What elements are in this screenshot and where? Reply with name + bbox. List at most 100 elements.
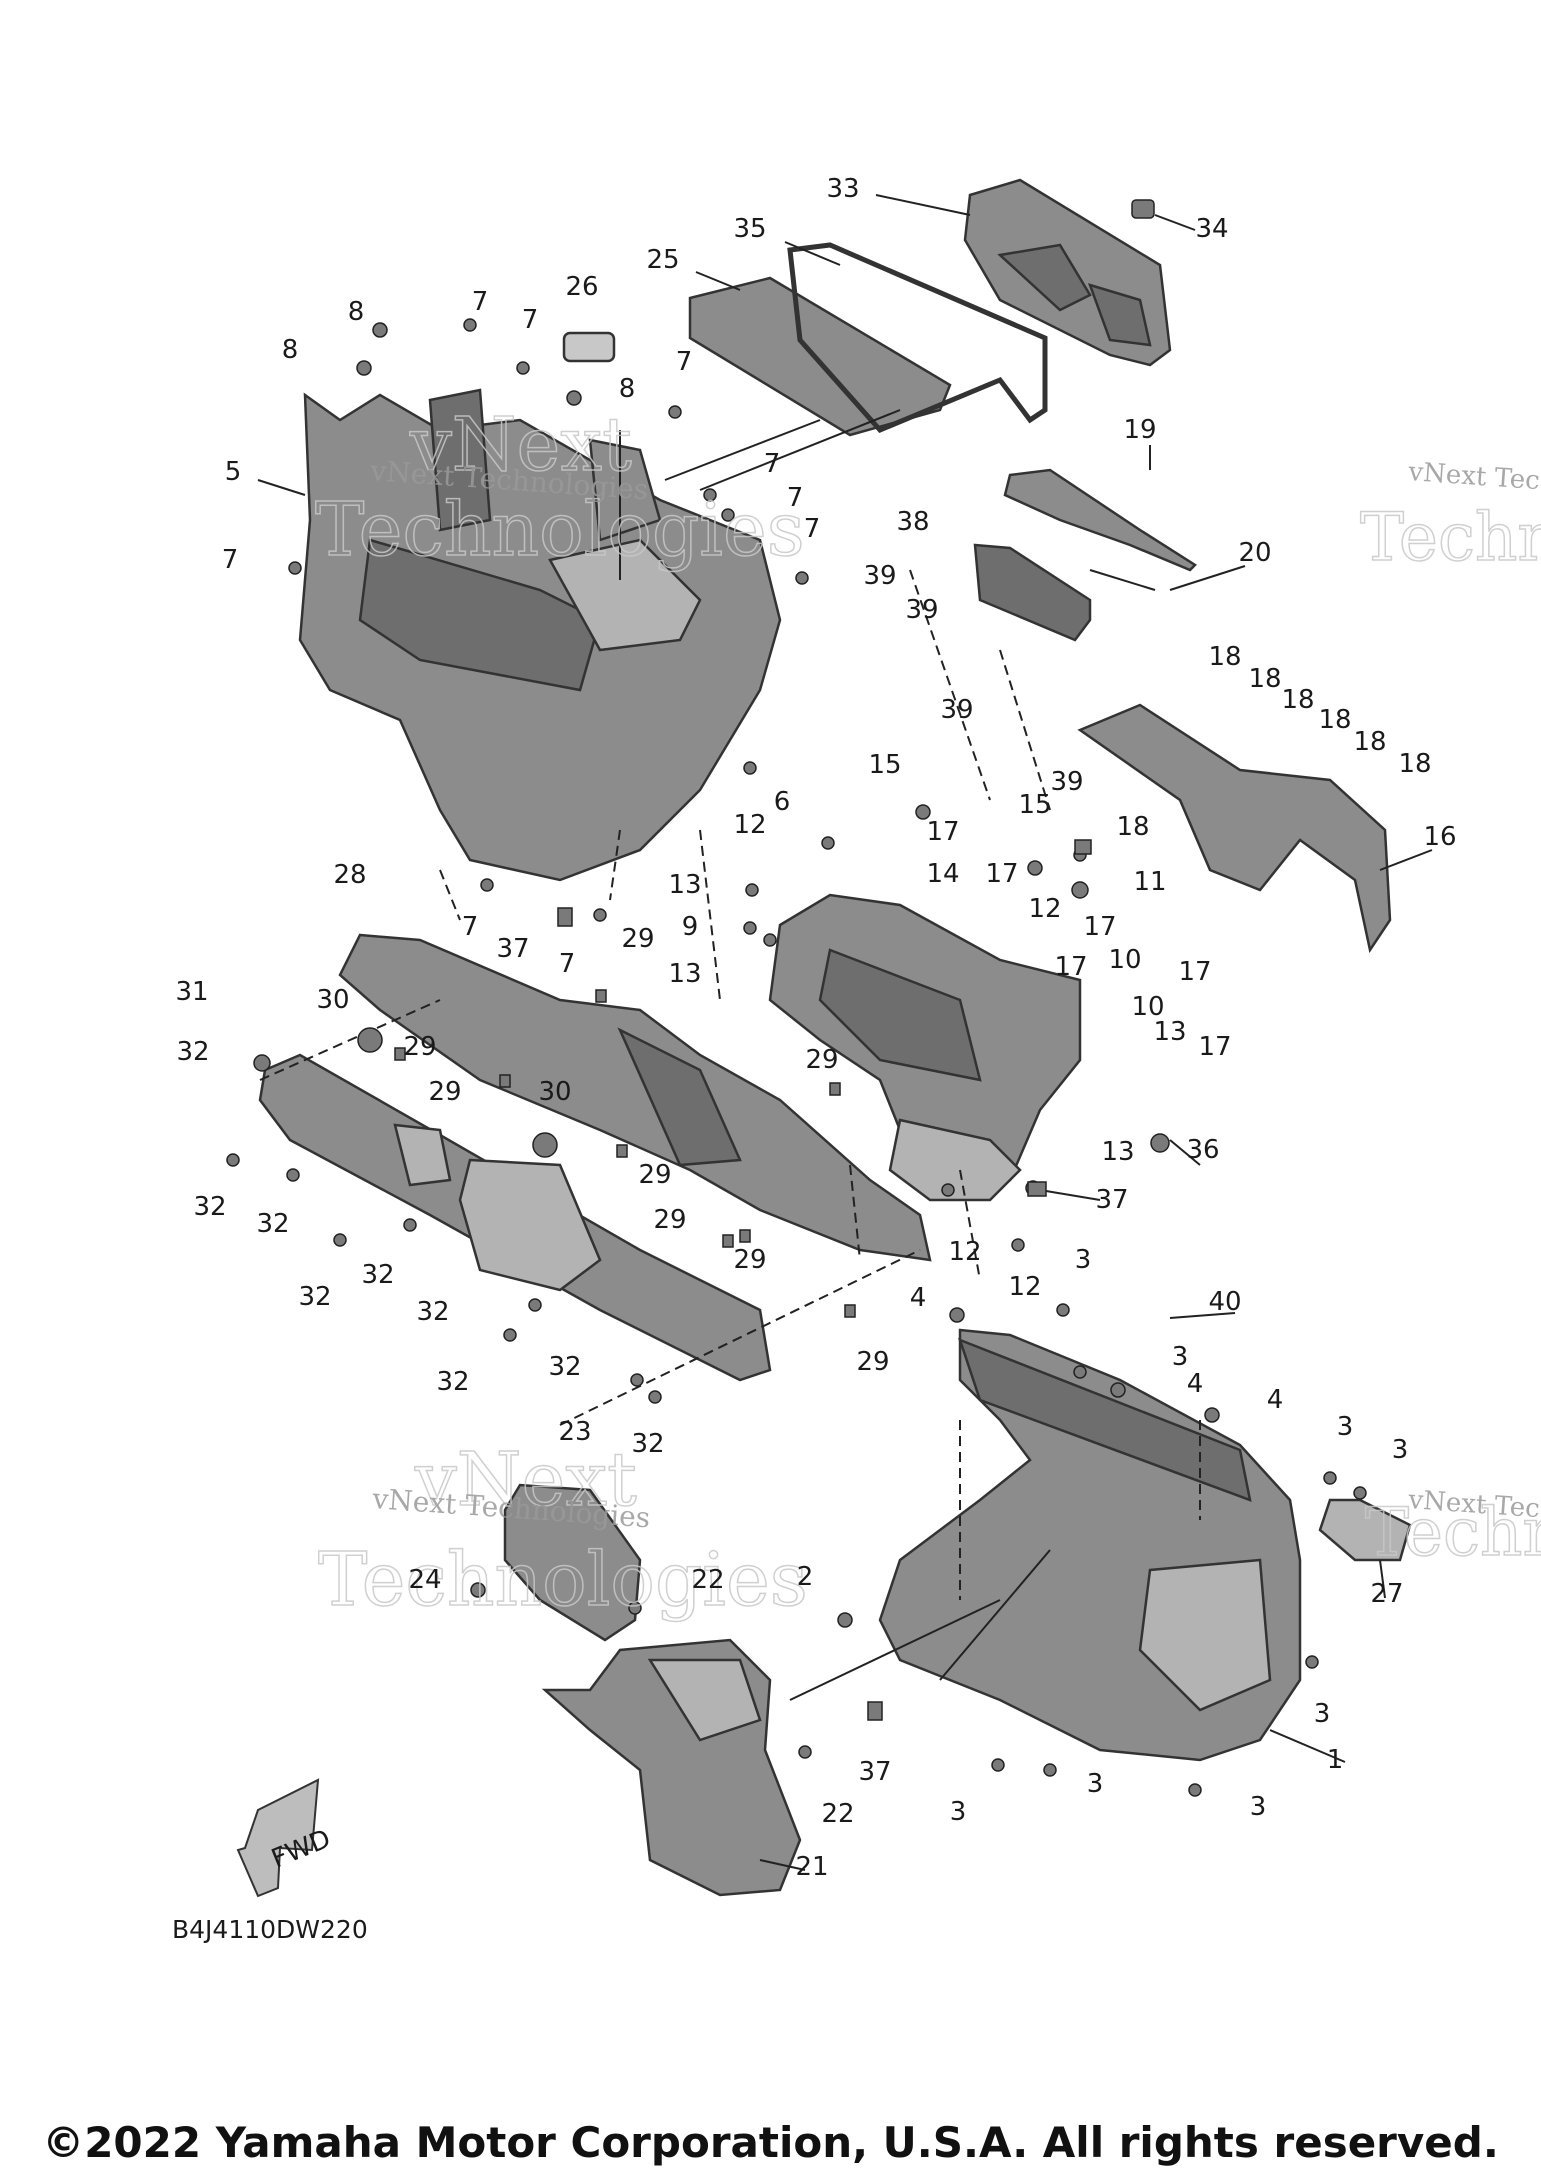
callout-4: 4 bbox=[910, 1283, 927, 1313]
part-center-frame bbox=[768, 893, 1082, 1202]
callout-12: 12 bbox=[948, 1237, 981, 1267]
callout-30: 30 bbox=[316, 985, 349, 1015]
callout-16: 16 bbox=[1423, 822, 1456, 852]
callout-39: 39 bbox=[905, 595, 938, 625]
callout-30: 30 bbox=[538, 1077, 571, 1107]
callout-7: 7 bbox=[522, 305, 539, 335]
callout-18: 18 bbox=[1248, 664, 1281, 694]
callout-12: 12 bbox=[1008, 1272, 1041, 1302]
callout-35: 35 bbox=[733, 214, 766, 244]
callout-3: 3 bbox=[1314, 1699, 1331, 1729]
callout-numbers: 1233333333444567777777778889101011121212… bbox=[175, 174, 1456, 1882]
callout-13: 13 bbox=[668, 959, 701, 989]
part-25-cover-panel bbox=[688, 276, 952, 437]
part-31-rear-rail bbox=[258, 1053, 772, 1382]
callout-29: 29 bbox=[638, 1160, 671, 1190]
callout-10: 10 bbox=[1131, 992, 1164, 1022]
callout-8: 8 bbox=[619, 374, 636, 404]
part-21-front-cover bbox=[541, 1638, 802, 1897]
callout-39: 39 bbox=[940, 695, 973, 725]
callout-17: 17 bbox=[1054, 952, 1087, 982]
copyright-notice: ©2022 Yamaha Motor Corporation, U.S.A. A… bbox=[42, 2118, 1499, 2167]
callout-22: 22 bbox=[691, 1565, 724, 1595]
callout-29: 29 bbox=[653, 1205, 686, 1235]
callout-17: 17 bbox=[926, 817, 959, 847]
callout-4: 4 bbox=[1267, 1385, 1284, 1415]
callout-32: 32 bbox=[631, 1429, 664, 1459]
callout-11: 11 bbox=[1133, 867, 1166, 897]
callout-17: 17 bbox=[1178, 957, 1211, 987]
callout-1: 1 bbox=[1327, 1745, 1344, 1775]
part-26-handle bbox=[562, 331, 616, 363]
callout-7: 7 bbox=[787, 483, 804, 513]
callout-27: 27 bbox=[1370, 1579, 1403, 1609]
callout-3: 3 bbox=[1087, 1769, 1104, 1799]
callout-15: 15 bbox=[868, 750, 901, 780]
callout-17: 17 bbox=[1198, 1032, 1231, 1062]
callout-18: 18 bbox=[1208, 642, 1241, 672]
callout-13: 13 bbox=[1153, 1017, 1186, 1047]
watermark-text: Technologies bbox=[318, 1537, 808, 1623]
callout-32: 32 bbox=[298, 1282, 331, 1312]
watermark-upper: Technologies vNext vNext Technologies bbox=[314, 401, 805, 574]
callout-12: 12 bbox=[1028, 894, 1061, 924]
callout-2: 2 bbox=[797, 1562, 814, 1592]
callout-29: 29 bbox=[428, 1077, 461, 1107]
callout-32: 32 bbox=[176, 1037, 209, 1067]
fasteners bbox=[226, 318, 1367, 1797]
callout-32: 32 bbox=[436, 1367, 469, 1397]
callout-22: 22 bbox=[821, 1799, 854, 1829]
part-23-lid bbox=[503, 1483, 642, 1642]
watermark-text: vNext bbox=[414, 1437, 637, 1523]
part-19-upper-bracket bbox=[973, 468, 1197, 642]
watermark-right-upper: Techn vNext Tec bbox=[1359, 457, 1541, 577]
callout-29: 29 bbox=[805, 1045, 838, 1075]
callout-13: 13 bbox=[1101, 1137, 1134, 1167]
callout-3: 3 bbox=[1075, 1245, 1092, 1275]
callout-29: 29 bbox=[621, 924, 654, 954]
callout-3: 3 bbox=[1392, 1435, 1409, 1465]
callout-18: 18 bbox=[1116, 812, 1149, 842]
callout-33: 33 bbox=[826, 174, 859, 204]
callout-5: 5 bbox=[225, 457, 242, 487]
callout-29: 29 bbox=[403, 1032, 436, 1062]
callout-3: 3 bbox=[1172, 1342, 1189, 1372]
callout-12: 12 bbox=[733, 810, 766, 840]
fwd-arrow-icon: FWD bbox=[236, 1778, 335, 1898]
watermark-text: vNext bbox=[409, 402, 632, 488]
callout-20: 20 bbox=[1238, 538, 1271, 568]
callout-15: 15 bbox=[1018, 790, 1051, 820]
watermark-lower: Technologies vNext vNext Technologies bbox=[317, 1436, 808, 1624]
callout-13: 13 bbox=[668, 870, 701, 900]
callout-7: 7 bbox=[804, 514, 821, 544]
callout-32: 32 bbox=[548, 1352, 581, 1382]
watermark-right-lower: Techn vNext Tec bbox=[1364, 1485, 1541, 1572]
callout-24: 24 bbox=[408, 1565, 441, 1595]
callout-7: 7 bbox=[676, 347, 693, 377]
watermark-text: Techn bbox=[1365, 1494, 1541, 1571]
callout-6: 6 bbox=[774, 787, 791, 817]
part-16-side-trim bbox=[1077, 703, 1392, 954]
callout-28: 28 bbox=[333, 860, 366, 890]
callout-34: 34 bbox=[1195, 214, 1228, 244]
callout-18: 18 bbox=[1318, 705, 1351, 735]
callout-3: 3 bbox=[1250, 1792, 1267, 1822]
callout-32: 32 bbox=[193, 1192, 226, 1222]
part-1-front-housing bbox=[878, 1328, 1302, 1762]
diagram-code: B4J4110DW220 bbox=[172, 1915, 368, 1944]
callout-32: 32 bbox=[256, 1209, 289, 1239]
callout-14: 14 bbox=[926, 859, 959, 889]
callout-21: 21 bbox=[795, 1852, 828, 1882]
watermark-text: vNext Tec bbox=[1407, 457, 1541, 496]
callout-18: 18 bbox=[1398, 749, 1431, 779]
callout-8: 8 bbox=[348, 297, 365, 327]
callout-7: 7 bbox=[462, 912, 479, 942]
watermark-text: Techn bbox=[1360, 499, 1541, 576]
part-34-latch bbox=[1131, 199, 1155, 219]
callout-7: 7 bbox=[764, 449, 781, 479]
callout-32: 32 bbox=[416, 1297, 449, 1327]
callout-3: 3 bbox=[950, 1797, 967, 1827]
callout-10: 10 bbox=[1108, 945, 1141, 975]
callout-23: 23 bbox=[558, 1417, 591, 1447]
